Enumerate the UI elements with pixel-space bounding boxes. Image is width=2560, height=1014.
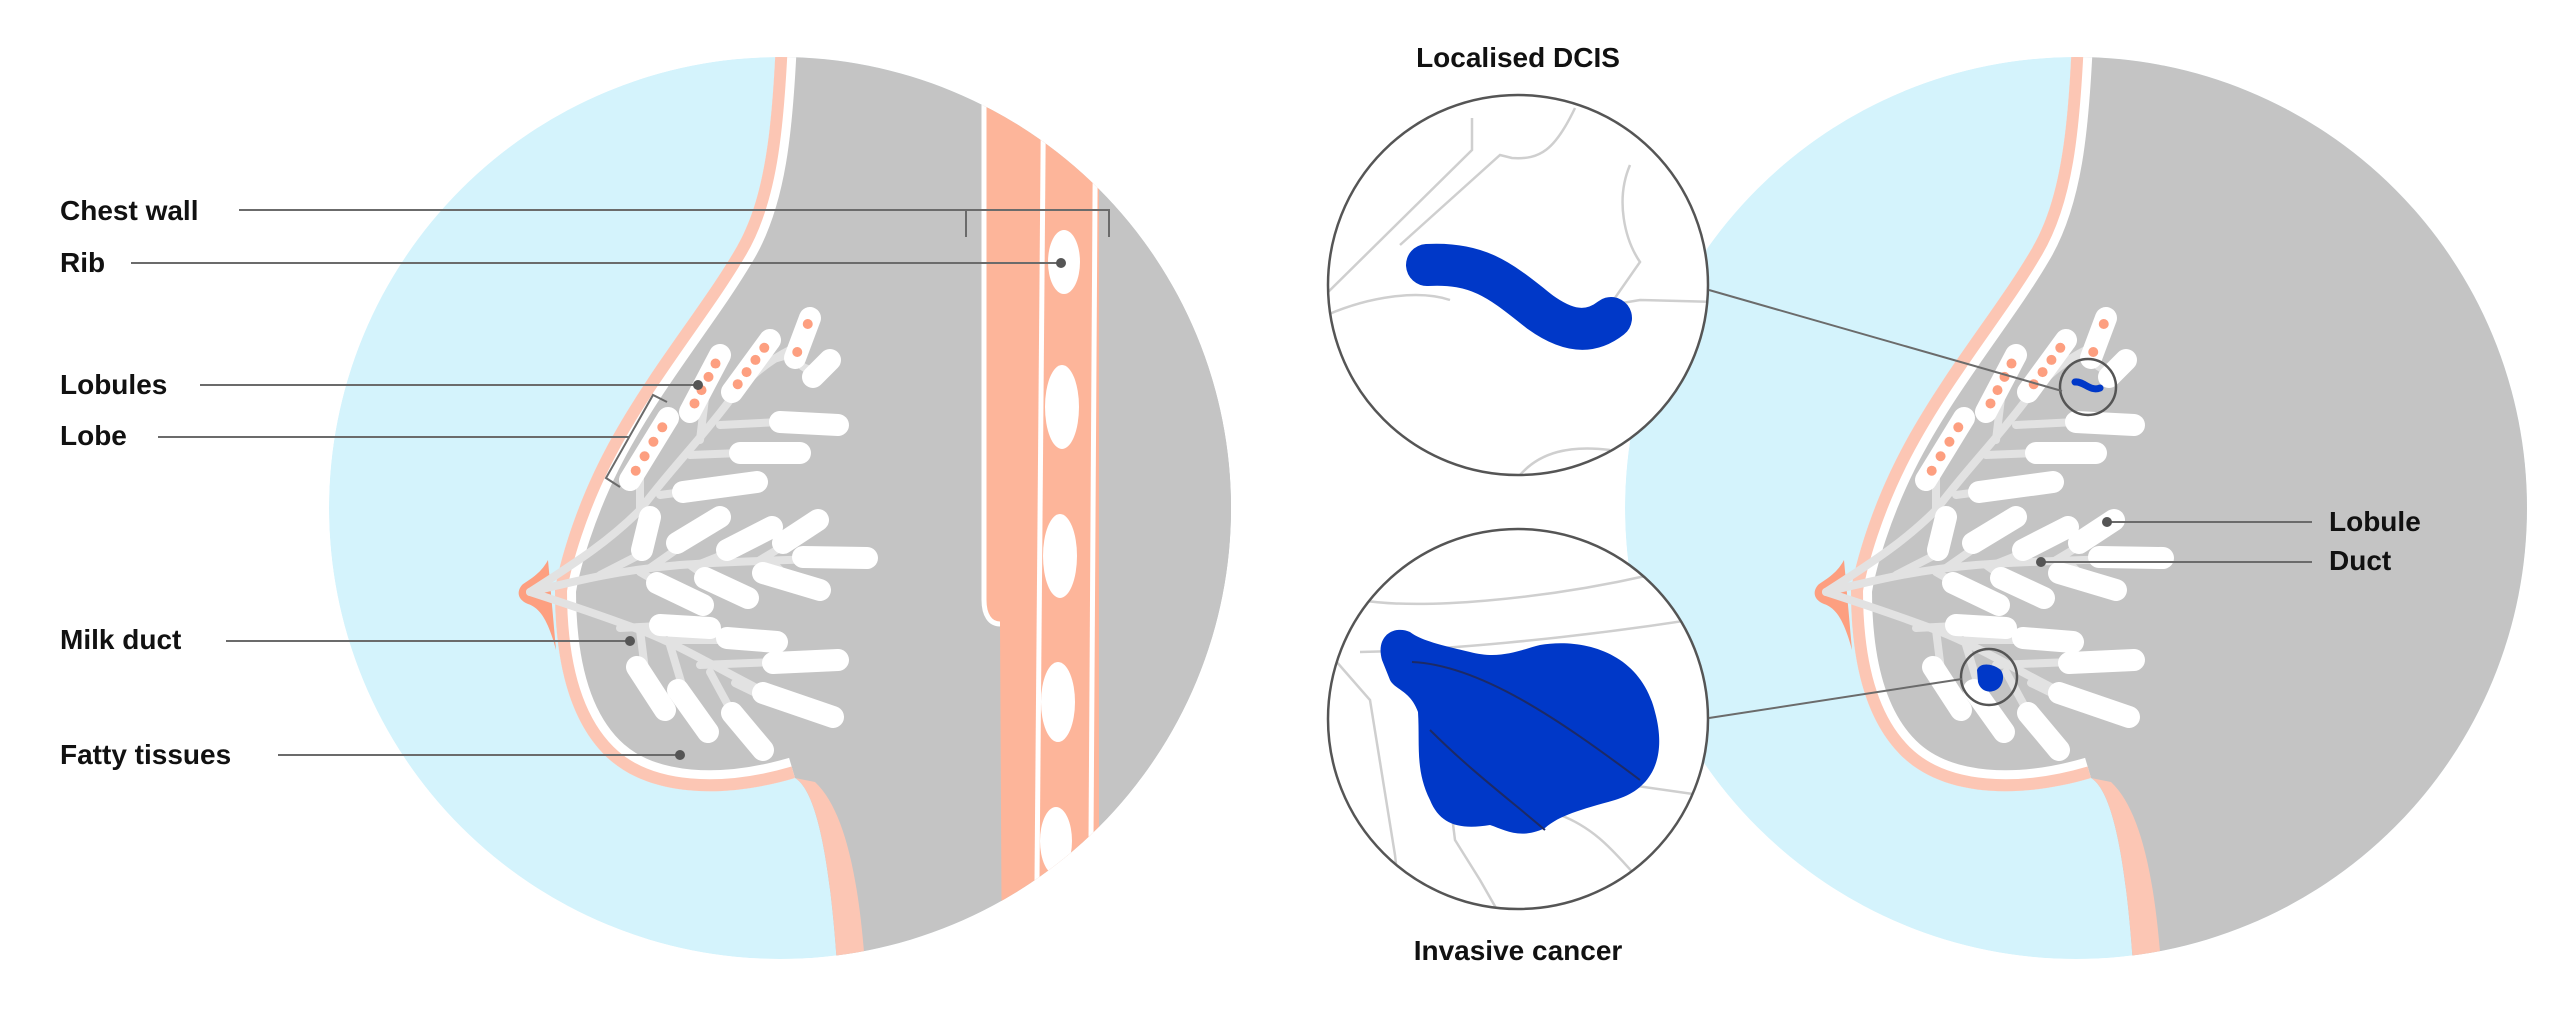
connector-invasive: [1708, 678, 1963, 719]
marker-milk-duct: [625, 636, 635, 646]
left-labels: Chest wall Rib Lobules Lobe Milk duct Fa…: [60, 195, 1110, 770]
marker-fatty-tissues: [675, 750, 685, 760]
marker-lobules: [693, 380, 703, 390]
inset-invasive-cancer: Invasive cancer: [1326, 527, 1963, 966]
marker-rib: [1056, 258, 1066, 268]
invasive-tumour: [1380, 629, 1660, 834]
invasive-small: [1977, 664, 2004, 692]
marker-duct: [2036, 557, 2046, 567]
leader-chest-wall: [239, 209, 1110, 237]
right-labels: Lobule Duct: [2036, 506, 2421, 576]
lobe-bracket: [604, 393, 668, 488]
inset-title-dcis: Localised DCIS: [1416, 42, 1620, 73]
right-breast-illustration: [1625, 40, 2560, 980]
invasive-location-marker: [1959, 647, 2019, 707]
label-duct: Duct: [2329, 545, 2391, 576]
dcis-location-marker: [2058, 357, 2118, 417]
left-breast-illustration: [329, 40, 1400, 1005]
marker-lobule: [2102, 517, 2112, 527]
rib: [1040, 807, 1072, 875]
label-chest-wall: Chest wall: [60, 195, 198, 226]
chest-wall-ribs: [981, 57, 1231, 959]
dcis-small: [2071, 378, 2104, 393]
dcis-tumour: [1406, 243, 1632, 350]
rib: [1039, 945, 1071, 959]
inset-title-invasive: Invasive cancer: [1414, 935, 1623, 966]
connector-dcis: [1708, 289, 2063, 392]
rib: [1045, 365, 1079, 449]
rib: [1041, 662, 1075, 742]
label-rib: Rib: [60, 247, 105, 278]
label-lobe: Lobe: [60, 420, 127, 451]
label-lobules: Lobules: [60, 369, 167, 400]
rib: [1043, 514, 1077, 598]
inset-localised-dcis: Localised DCIS: [1326, 42, 2063, 477]
label-milk-duct: Milk duct: [60, 624, 181, 655]
label-lobule: Lobule: [2329, 506, 2421, 537]
label-fatty-tissues: Fatty tissues: [60, 739, 231, 770]
